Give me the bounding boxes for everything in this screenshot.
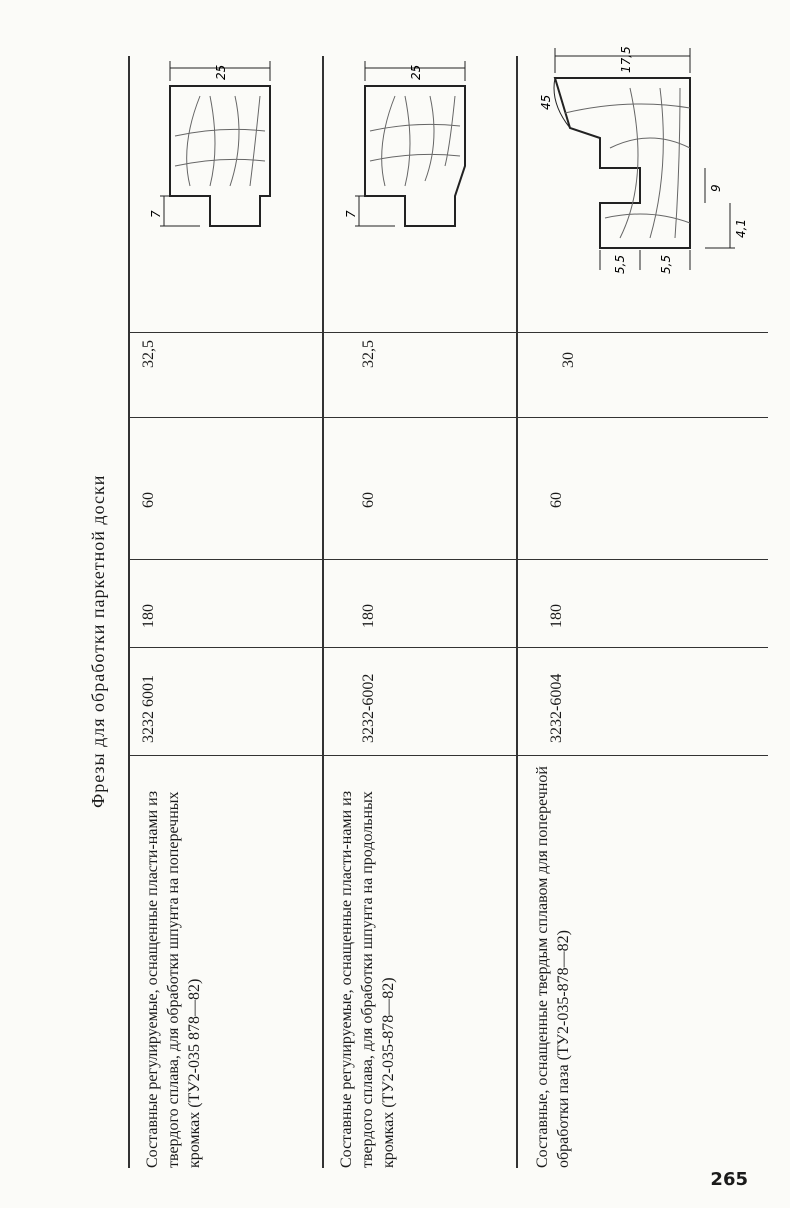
page-title: Фрезы для обработки паркетной доски bbox=[88, 474, 108, 808]
row3-dim-17-5: 17,5 bbox=[619, 46, 633, 73]
col-rule-3 bbox=[128, 559, 768, 560]
row3-dim-9: 9 bbox=[709, 184, 723, 192]
row3-description: Составные, оснащенные твердым сплавом дл… bbox=[534, 766, 572, 1168]
col-rule-2 bbox=[128, 647, 768, 648]
row1-dim-25: 25 bbox=[214, 65, 228, 80]
page-number: 265 bbox=[710, 1169, 748, 1190]
row1-b: 60 bbox=[140, 492, 157, 508]
row3-dim-4-1: 4,1 bbox=[734, 219, 748, 238]
row2-description: Составные регулируемые, оснащенные пласт… bbox=[338, 790, 397, 1168]
row3-b: 60 bbox=[548, 492, 565, 508]
row3-profile-drawing: 9 4,1 17,5 5,5 5,5 45 bbox=[540, 46, 748, 274]
row3-d: 180 bbox=[548, 604, 565, 628]
col-rule-1 bbox=[128, 755, 768, 756]
col-rule-5 bbox=[128, 332, 768, 333]
col-rule-4 bbox=[128, 417, 768, 418]
row2-d: 180 bbox=[360, 604, 377, 628]
row1-description: Составные регулируемые, оснащенные пласт… bbox=[144, 790, 203, 1168]
row1-h: 32,5 bbox=[140, 340, 157, 368]
row2-code: 3232-6002 bbox=[360, 673, 377, 743]
row3-code: 3232-6004 bbox=[548, 673, 565, 743]
row1-profile-drawing: 7 25 bbox=[150, 61, 271, 227]
row-rule-1 bbox=[322, 56, 324, 1168]
row-rule-2 bbox=[516, 56, 518, 1168]
row3-h: 30 bbox=[560, 352, 577, 368]
row3-dim-5-5-a: 5,5 bbox=[613, 255, 627, 274]
row2-b: 60 bbox=[360, 492, 377, 508]
row2-h: 32,5 bbox=[360, 340, 377, 368]
row3-dim-45: 45 bbox=[540, 95, 553, 110]
row1-d: 180 bbox=[140, 604, 157, 628]
row1-dim-7: 7 bbox=[150, 210, 163, 218]
row1-code: 3232 6001 bbox=[140, 675, 157, 743]
row2-dim-7: 7 bbox=[345, 210, 358, 218]
row2-dim-25: 25 bbox=[409, 65, 423, 80]
row3-dim-5-5-b: 5,5 bbox=[659, 255, 673, 274]
row-rule-top bbox=[128, 56, 130, 1168]
row2-profile-drawing: 7 25 bbox=[345, 61, 466, 227]
